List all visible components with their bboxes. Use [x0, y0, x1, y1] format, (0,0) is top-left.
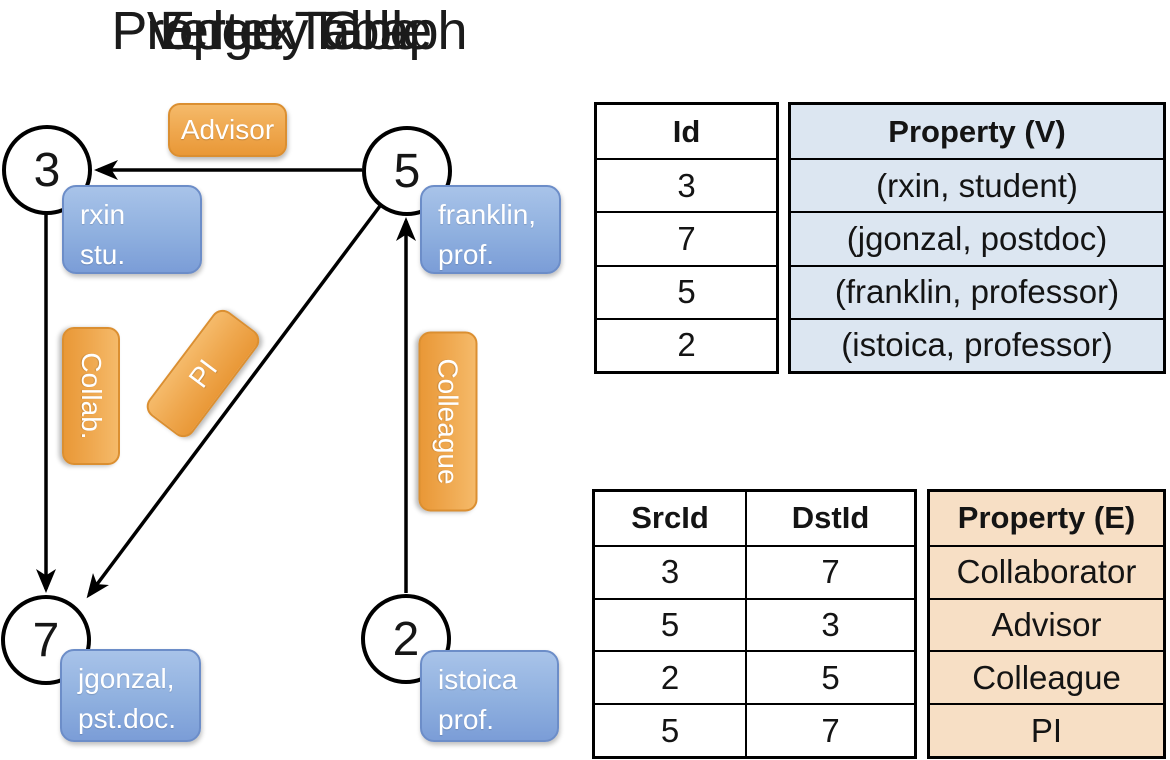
table-cell: (franklin, professor): [791, 264, 1163, 318]
edge-label-collab: Collab.: [62, 327, 120, 465]
column-header: DstId: [745, 492, 914, 545]
vertex-property-box-franklin: franklin, prof.: [420, 185, 561, 274]
node-id-label: 3: [33, 143, 61, 197]
column-header: Id: [672, 113, 701, 149]
property-line: prof.: [438, 703, 495, 735]
property-line: franklin,: [438, 199, 537, 230]
table-cell: 7: [745, 703, 914, 756]
table-cell: 3: [595, 544, 745, 598]
table-cell: (jgonzal, postdoc): [791, 211, 1163, 265]
table-cell: 2: [597, 317, 776, 371]
property-line: rxin: [80, 199, 126, 230]
vertex-table-property-column: Property (V) (rxin, student) (jgonzal, p…: [788, 102, 1166, 374]
table-cell: 7: [745, 544, 914, 598]
table-cell: 3: [597, 158, 776, 211]
table-cell: Advisor: [930, 597, 1163, 651]
column-header: Property (V): [791, 105, 1163, 159]
table-cell: 5: [745, 650, 914, 704]
edge-label-pi: PI: [141, 305, 265, 442]
table-cell: 3: [745, 597, 914, 651]
edge-label-colleague: Colleague: [418, 331, 478, 512]
edge-table-property-column: Property (E) Collaborator Advisor Collea…: [927, 489, 1166, 759]
table-cell: Collaborator: [930, 544, 1163, 598]
table-cell: (rxin, student): [791, 158, 1163, 212]
vertex-property-box-istoica: istoica prof.: [420, 650, 559, 742]
vertex-table-title: Vertex Table: [146, 1, 432, 61]
node-id-label: 5: [393, 144, 421, 198]
table-cell: (istoica, professor): [791, 317, 1163, 371]
edge-label-advisor: Advisor: [168, 103, 287, 157]
node-id-label: 2: [392, 612, 420, 666]
property-line: stu.: [80, 238, 126, 270]
vertex-property-box-jgonzal: jgonzal, pst.doc.: [60, 649, 201, 742]
graph-title: Property Graph: [111, 1, 467, 61]
property-line: jgonzal,: [78, 663, 175, 694]
table-cell: Colleague: [930, 650, 1163, 704]
edge-table-src-dst-columns: SrcId DstId 3 7 5 3 2 5 5 7: [592, 489, 917, 759]
property-line: prof.: [438, 238, 495, 270]
property-line: pst.doc.: [78, 702, 177, 734]
vertex-property-box-rxin: rxin stu.: [62, 185, 202, 274]
table-cell: 5: [597, 264, 776, 318]
table-cell: PI: [930, 703, 1163, 756]
vertex-table-id-column: Id 3 7 5 2: [594, 102, 779, 374]
property-line: istoica: [438, 664, 518, 695]
node-id-label: 7: [32, 613, 60, 667]
column-header: SrcId: [631, 500, 709, 536]
table-cell: 7: [597, 211, 776, 264]
table-cell: 5: [595, 597, 745, 651]
table-cell: 5: [595, 703, 745, 756]
column-header: Property (E): [930, 492, 1163, 545]
table-cell: 2: [595, 650, 745, 703]
edge-table-title: Edge Table: [159, 1, 419, 61]
